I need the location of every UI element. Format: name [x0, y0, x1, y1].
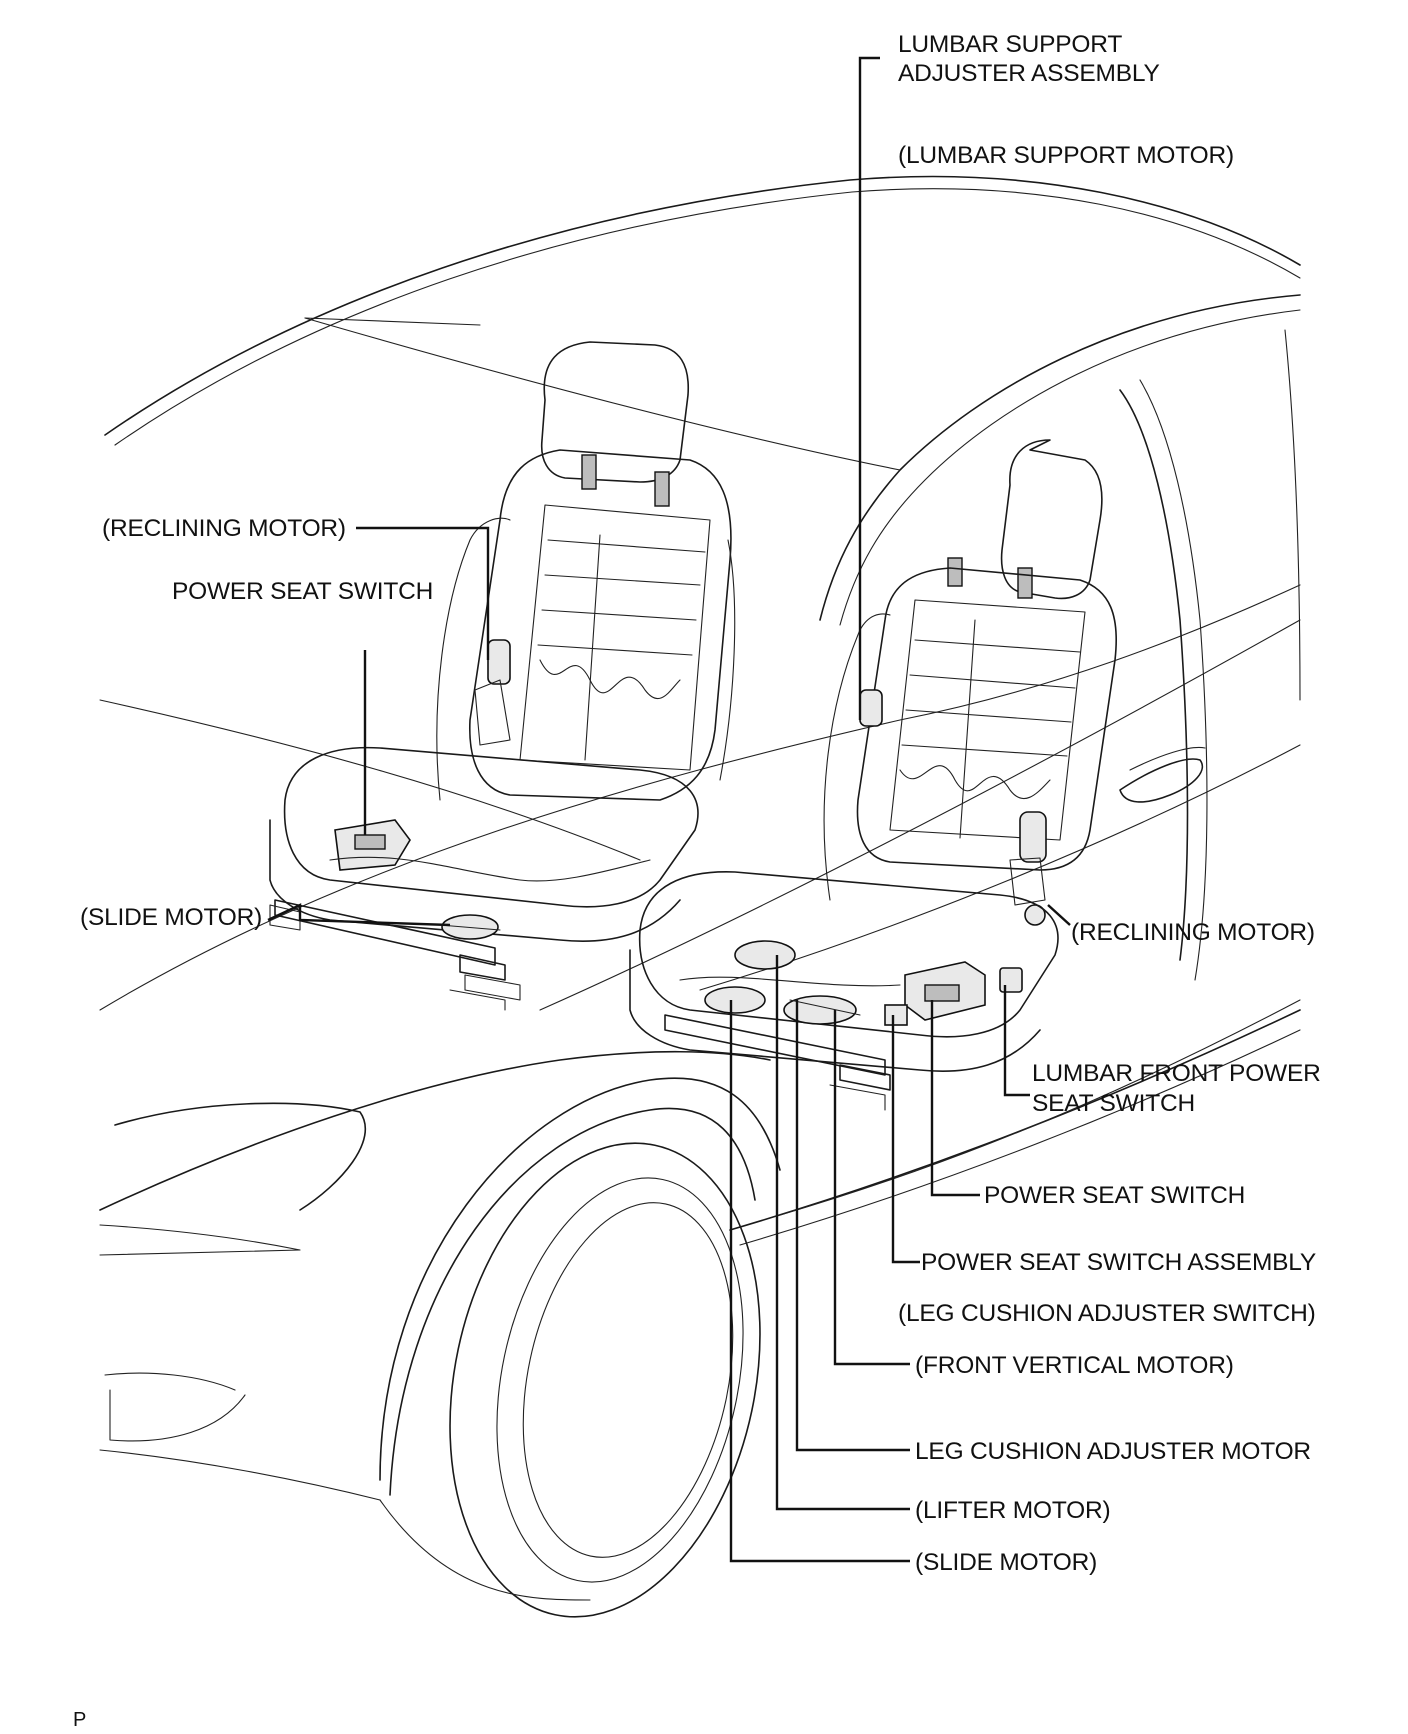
label-lumbar-support-adjuster-line2: ADJUSTER ASSEMBLY: [898, 60, 1160, 87]
label-power-seat-switch-right: POWER SEAT SWITCH: [984, 1182, 1245, 1209]
label-slide-motor-right: (SLIDE MOTOR): [915, 1549, 1097, 1576]
car-body-outline: [99, 175, 1301, 1618]
label-lumbar-front-power-line2: SEAT SWITCH: [1032, 1090, 1195, 1117]
leader-lines: [267, 56, 1071, 1563]
page-marker: P: [73, 1709, 86, 1731]
label-leg-cushion-adjuster-motor: LEG CUSHION ADJUSTER MOTOR: [915, 1438, 1311, 1465]
label-lumbar-front-power-line1: LUMBAR FRONT POWER: [1032, 1060, 1321, 1087]
label-slide-motor-left: (SLIDE MOTOR): [80, 904, 262, 931]
label-front-vertical-motor: (FRONT VERTICAL MOTOR): [915, 1352, 1234, 1379]
left-seat-drawing: [269, 341, 736, 1011]
label-power-seat-switch-left: POWER SEAT SWITCH: [172, 578, 433, 605]
label-lifter-motor: (LIFTER MOTOR): [915, 1497, 1110, 1524]
right-seat-drawing: [629, 439, 1118, 1111]
label-power-seat-switch-assembly: POWER SEAT SWITCH ASSEMBLY: [921, 1249, 1316, 1276]
label-reclining-motor-left: (RECLINING MOTOR): [102, 515, 346, 542]
label-leg-cushion-adjuster-switch: (LEG CUSHION ADJUSTER SWITCH): [898, 1300, 1316, 1327]
label-lumbar-support-motor: (LUMBAR SUPPORT MOTOR): [898, 142, 1234, 169]
label-reclining-motor-right: (RECLINING MOTOR): [1071, 919, 1315, 946]
label-lumbar-support-adjuster-line1: LUMBAR SUPPORT: [898, 31, 1122, 58]
labels: LUMBAR SUPPORT ADJUSTER ASSEMBLY (LUMBAR…: [73, 31, 1321, 1731]
